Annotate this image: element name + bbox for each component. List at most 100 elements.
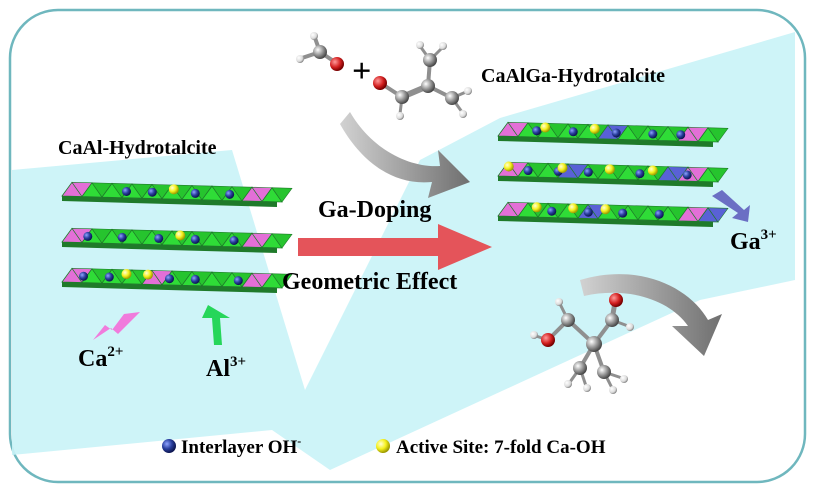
top-curved-arrow [340,112,470,198]
interlayer-oh [547,206,557,216]
molecule-oxygen [330,57,344,71]
interlayer-oh [635,169,645,179]
interlayer-oh [79,271,88,281]
interlayer-oh [532,126,542,136]
molecule-oxygen [609,293,623,307]
molecule-hydrogen [296,55,304,63]
hydrotalcite-layer [61,267,293,293]
molecule-carbon [573,361,587,375]
molecule-carbon [605,313,619,327]
active-site-label: Active Site: 7-fold Ca-OH [396,437,606,458]
interlayer-oh [583,207,593,217]
active-site [568,203,579,214]
al-ion-charge: 3+ [230,354,246,370]
hydrotalcite-layer [61,227,293,253]
cagal-hydrotalcite-layers [497,121,729,227]
active-site [589,123,600,134]
molecule-hydrogen [416,41,424,49]
interlayer-oh [190,274,200,284]
interlayer-oh [654,209,664,219]
molecule-hydrogen [555,298,563,306]
interlayer-oh [682,170,692,180]
molecule-oxygen [541,333,555,347]
active-site [604,164,615,175]
molecule-hydrogen [609,386,617,394]
molecule-hydrogen [396,112,404,120]
ca-ion-arrow [93,312,140,340]
interlayer-oh [190,188,200,198]
ga-doping-arrow [298,224,492,270]
interlayer-oh [154,233,164,243]
molecule-hydrogen [530,331,538,339]
molecule-carbon [395,90,409,104]
hydrotalcite-layer [497,161,729,187]
molecule-hydrogen [439,42,447,50]
active-site [503,161,514,172]
cal-hydrotalcite-layers [61,181,293,293]
molecule-carbon [445,91,459,105]
interlayer-oh [117,232,127,242]
interlayer-oh [523,166,533,176]
ga-ion-charge: 3+ [761,227,777,243]
ca-ion-charge: 2+ [107,344,123,360]
hydrotalcite-layer [497,121,729,147]
molecule-carbon [561,313,575,327]
interlayer-oh [583,167,593,177]
hydrotalcite-layer [497,201,729,227]
interlayer-oh [83,231,93,241]
molecule-carbon [597,365,611,379]
molecule-hydrogen [564,380,572,388]
interlayer-oh [122,187,131,196]
interlayer-oh [618,208,628,218]
molecule-hydrogen [310,32,318,40]
al-ion-arrow [202,305,230,345]
molecule-hydrogen [459,110,467,118]
molecule-carbon [423,53,437,67]
interlayer-oh [611,128,621,138]
hydrotalcite-layer [61,181,293,207]
active-site [647,165,658,176]
interlayer-oh [568,127,578,137]
interlayer-oh [165,274,174,284]
ga-ion-arrow [712,190,750,222]
legend: Interlayer OH- Active Site: 7-fold Ca-OH [162,434,606,458]
active-site [175,230,186,241]
interlayer-oh-marker [162,439,176,453]
ga-ion-label: Ga3+ [730,227,777,255]
left-title: CaAl-Hydrotalcite [58,137,217,159]
active-site [600,204,611,215]
interlayer-oh [190,234,200,244]
ca-ion-label: Ca2+ [78,344,123,372]
interlayer-oh-charge: - [297,434,301,448]
molecule-carbon [586,336,602,352]
active-site [540,122,551,133]
interlayer-oh [229,236,239,245]
plus-sign: + [352,53,371,90]
active-site [121,269,132,279]
active-site-marker [376,439,390,453]
molecule-hydrogen [626,323,634,331]
active-site [531,202,542,213]
molecule-oxygen [373,76,387,90]
interlayer-oh [147,187,157,197]
active-site [168,184,179,195]
active-site [557,163,568,173]
molecule-carbon [421,79,435,93]
reactant-molecules [296,32,472,120]
product-molecule [530,293,634,394]
interlayer-oh [676,130,686,140]
interlayer-oh-label: Interlayer OH- [181,434,301,458]
interlayer-oh [104,272,114,282]
interlayer-oh [233,276,243,286]
molecule-hydrogen [464,87,472,95]
interlayer-oh [225,189,235,199]
al-ion-label: Al3+ [206,354,246,382]
active-site [143,269,153,280]
molecule-hydrogen [583,384,591,392]
interlayer-oh [648,129,658,139]
ga-doping-label: Ga-Doping [318,197,431,223]
bottom-curved-arrow [580,274,722,356]
right-title: CaAlGa-Hydrotalcite [481,65,665,87]
molecule-hydrogen [620,375,628,383]
